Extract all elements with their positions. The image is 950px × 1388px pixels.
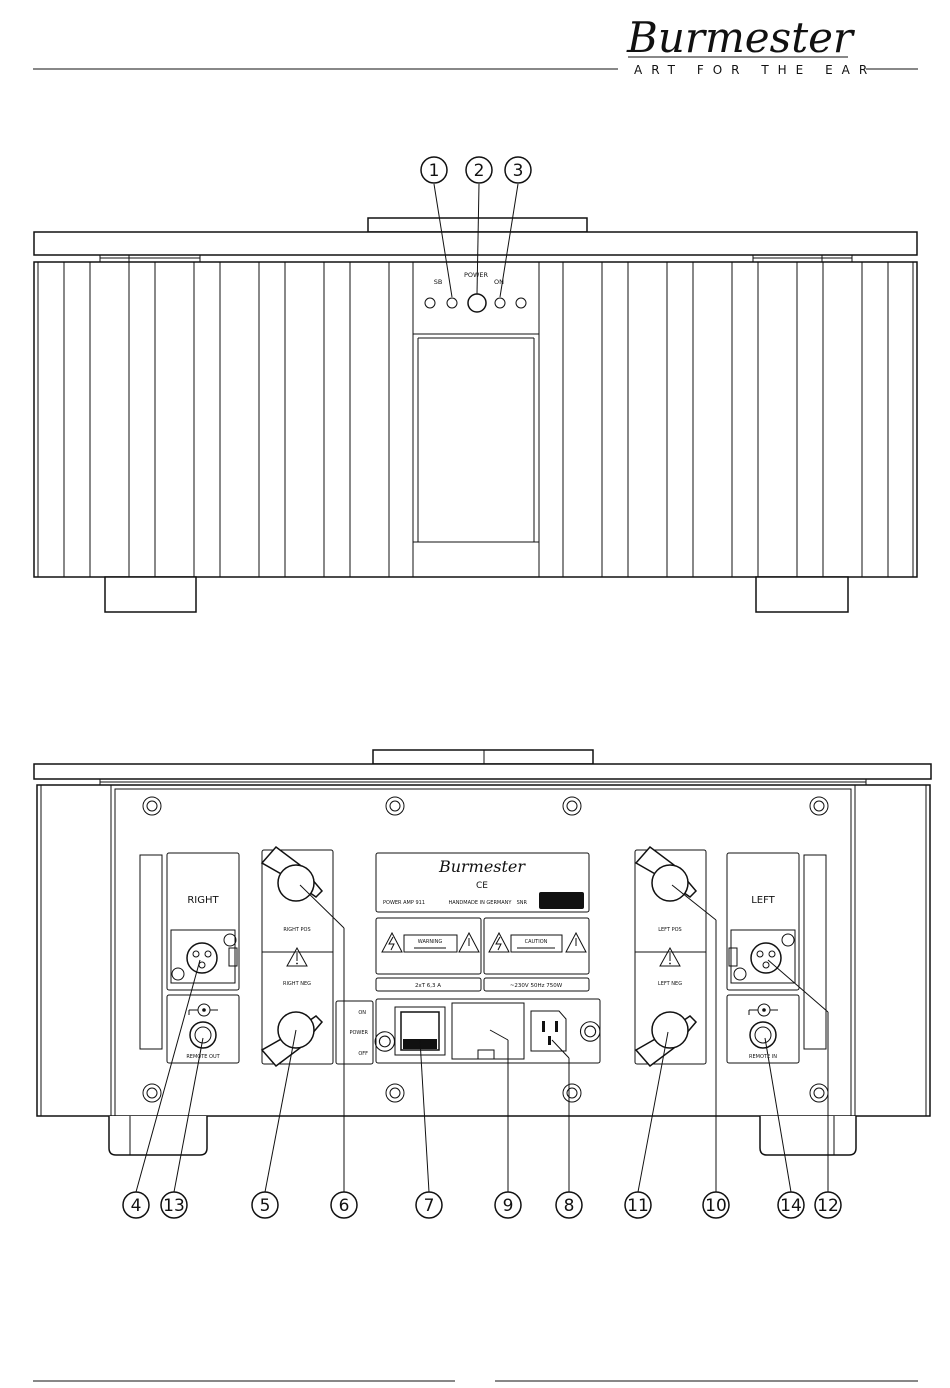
left-pos-label: LEFT POS (658, 927, 682, 933)
power-label: POWER (464, 271, 489, 279)
front-foot-left (105, 577, 196, 612)
remote-in-jack[interactable] (750, 1022, 776, 1048)
switch-power-label: POWER (349, 1030, 368, 1036)
front-foot-right (756, 577, 848, 612)
rear-callout-8: 8 (556, 1192, 582, 1218)
rear-callout-4: 4 (123, 1192, 149, 1218)
rear-callout-13: 13 (161, 1192, 187, 1218)
remote-out-jack[interactable] (190, 1022, 216, 1048)
switch-on-label: ON (358, 1010, 366, 1016)
ce-mark: CE (476, 881, 488, 891)
rear-callout-11: 11 (625, 1192, 651, 1218)
rear-callout-6: 6 (331, 1192, 357, 1218)
made-in-label: HANDMADE IN GERMANY (449, 900, 513, 906)
fuse-rating: 2xT 6,3 A (415, 983, 441, 989)
brand-logo: Burmester (626, 13, 856, 62)
sb-led (447, 298, 457, 308)
svg-text:5: 5 (260, 1196, 271, 1216)
sb-label: SB (434, 278, 443, 286)
rear-callout-10: 10 (703, 1192, 729, 1218)
svg-text:10: 10 (705, 1196, 727, 1216)
rear-callout-14: 14 (778, 1192, 804, 1218)
svg-text:6: 6 (339, 1196, 350, 1216)
right-channel-label: RIGHT (187, 895, 219, 906)
on-led (495, 298, 505, 308)
rear-top-lid (373, 750, 593, 764)
serial-plate (539, 892, 584, 909)
rear-view: RIGHT REMOTE OUT RIGHT POS (34, 750, 931, 1218)
rear-callout-12: 12 (815, 1192, 841, 1218)
header: Burmester Art for the Ear (33, 13, 918, 77)
remote-out-label: REMOTE OUT (186, 1054, 220, 1060)
front-top-lid (368, 218, 587, 232)
plate-brand: Burmester (438, 857, 526, 876)
svg-text:3: 3 (513, 161, 524, 181)
svg-text:9: 9 (503, 1196, 514, 1216)
svg-text:4: 4 (131, 1196, 142, 1216)
svg-text:12: 12 (817, 1196, 839, 1216)
svg-text:8: 8 (564, 1196, 575, 1216)
rear-foot-left (109, 1116, 207, 1155)
left-neg-label: LEFT NEG (658, 981, 682, 987)
front-indicator-2 (516, 298, 526, 308)
rear-top-cover (34, 764, 931, 779)
svg-text:14: 14 (780, 1196, 802, 1216)
warning-label: WARNING (418, 939, 443, 945)
switch-off-label: OFF (358, 1051, 368, 1057)
svg-text:2: 2 (474, 161, 485, 181)
remote-in-label: REMOTE IN (749, 1054, 777, 1060)
mains-rating: ~230V 50Hz 750W (510, 983, 563, 989)
front-indicator-1 (425, 298, 435, 308)
power-button[interactable] (468, 294, 486, 312)
left-channel-label: LEFT (751, 895, 775, 906)
svg-text:11: 11 (627, 1196, 649, 1216)
model-label: POWER AMP 911 (383, 900, 425, 906)
svg-text:7: 7 (424, 1196, 435, 1216)
brand-tagline: Art for the Ear (634, 63, 876, 77)
front-view: SB POWER ON 1 2 3 (34, 157, 917, 612)
serial-label: SNR (517, 900, 528, 906)
rear-callout-7: 7 (416, 1192, 442, 1218)
caution-label: CAUTION (525, 939, 548, 945)
front-top-cover (34, 232, 917, 255)
rear-callout-5: 5 (252, 1192, 278, 1218)
right-pos-label: RIGHT POS (283, 927, 310, 933)
svg-text:13: 13 (163, 1196, 185, 1216)
svg-text:1: 1 (429, 161, 440, 181)
rear-callout-9: 9 (495, 1192, 521, 1218)
rear-foot-right (760, 1116, 856, 1155)
right-neg-label: RIGHT NEG (283, 981, 311, 987)
